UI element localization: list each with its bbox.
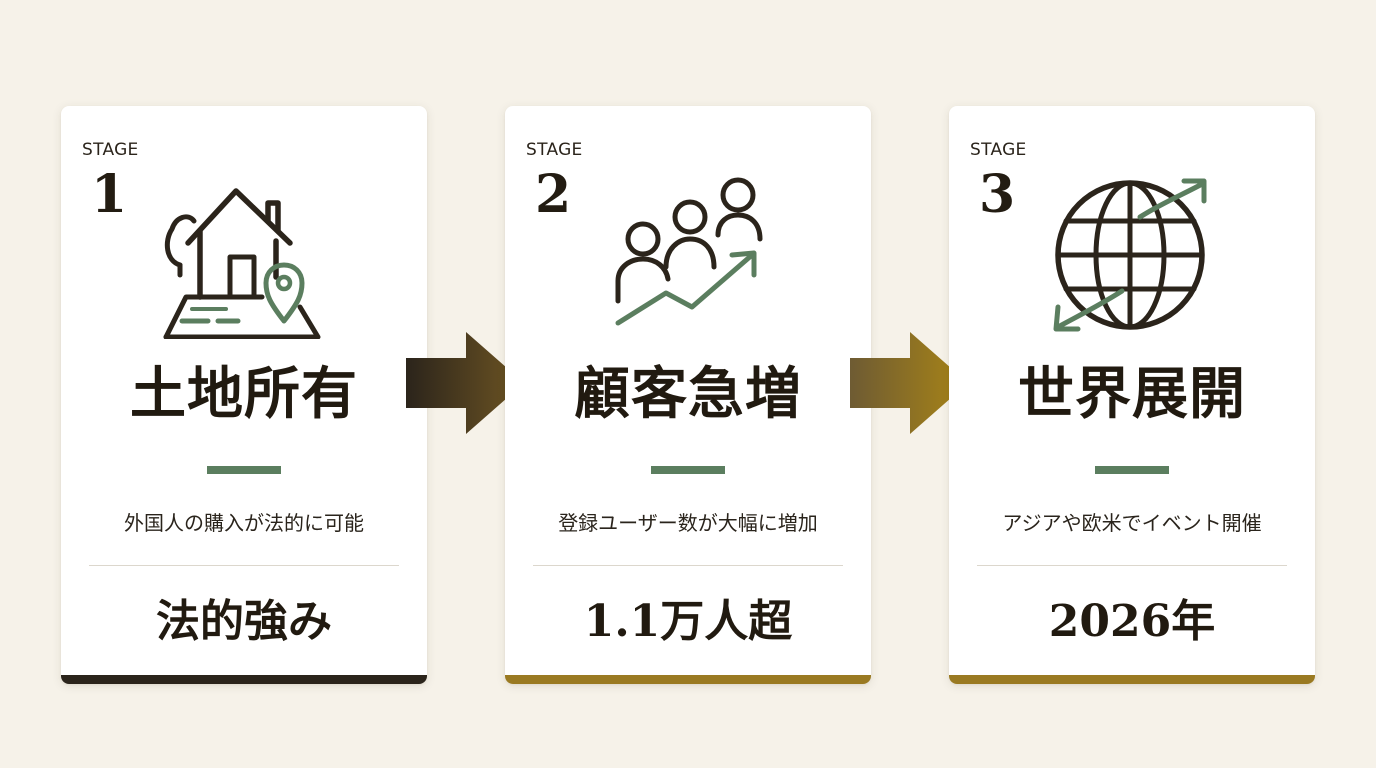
stage-highlight: 2026年 (1048, 596, 1216, 647)
card-bottom-bar (949, 675, 1315, 684)
stage-title: 世界展開 (1018, 361, 1246, 427)
stage-label: STAGE (970, 140, 1027, 160)
stage-description: アジアや欧米でイベント開催 (1002, 511, 1262, 535)
stage-description: 外国人の購入が法的に可能 (124, 511, 364, 535)
arrow-right-icon (848, 330, 970, 436)
card-bottom-bar (61, 675, 427, 684)
stage-card-1: STAGE 1 土地所有 外国人の購入が法的に可能 (61, 106, 427, 684)
stage-card-3: STAGE 3 世界展開 アジアや欧米でイベント開催 2026年 (949, 106, 1315, 684)
house-land-location-icon (156, 169, 336, 339)
stage-label: STAGE (526, 140, 583, 160)
arrow-right-icon (404, 330, 526, 436)
divider (89, 565, 399, 566)
stage-number: 1 (91, 164, 128, 225)
divider (977, 565, 1287, 566)
divider (533, 565, 843, 566)
stage-number: 3 (979, 164, 1016, 225)
stage-card-2: STAGE 2 顧客急増 登録ユーザー数が大幅に増加 1.1万人超 (505, 106, 871, 684)
stage-highlight: 法的強み (156, 596, 332, 647)
stage-title: 顧客急増 (574, 361, 802, 427)
stage-label: STAGE (82, 140, 139, 160)
globe-exchange-icon (1044, 169, 1224, 339)
users-growth-icon (600, 169, 780, 339)
card-bottom-bar (505, 675, 871, 684)
stage-title: 土地所有 (130, 361, 358, 427)
stage-highlight: 1.1万人超 (583, 596, 793, 647)
stage-description: 登録ユーザー数が大幅に増加 (558, 511, 818, 535)
accent-divider (207, 466, 281, 474)
stage-number: 2 (535, 164, 572, 225)
accent-divider (651, 466, 725, 474)
accent-divider (1095, 466, 1169, 474)
